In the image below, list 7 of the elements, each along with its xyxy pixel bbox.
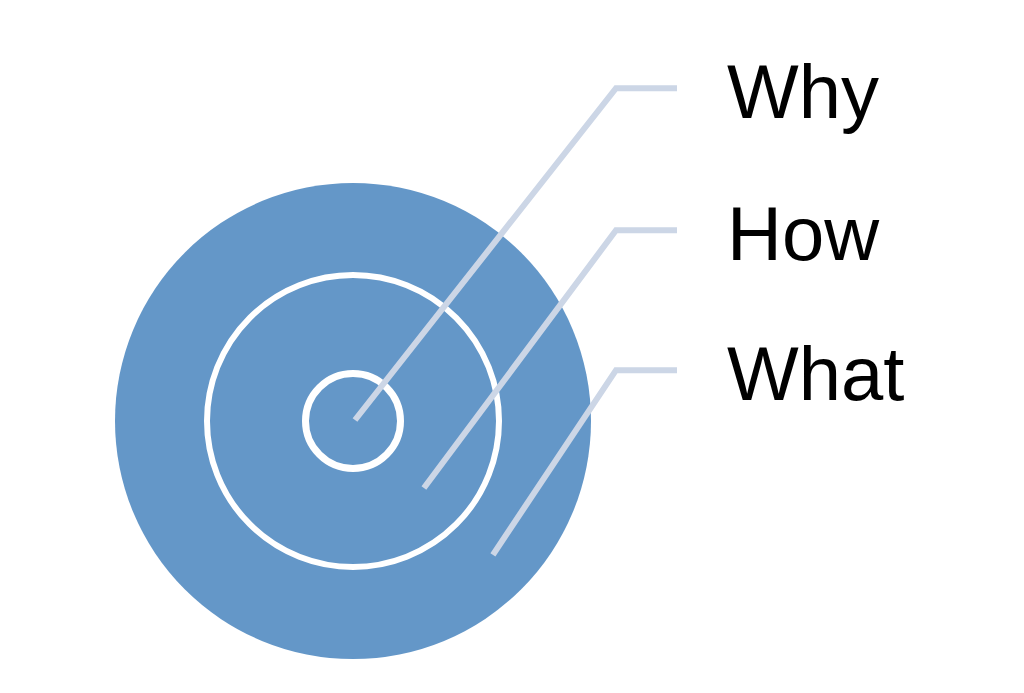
leader-line (352, 85, 677, 422)
middle-circle (204, 272, 502, 570)
callout-label: What (727, 336, 905, 412)
leader-line (421, 227, 677, 490)
leader-line (490, 367, 677, 557)
callout-label: How (727, 196, 880, 272)
inner-circle (302, 370, 404, 472)
